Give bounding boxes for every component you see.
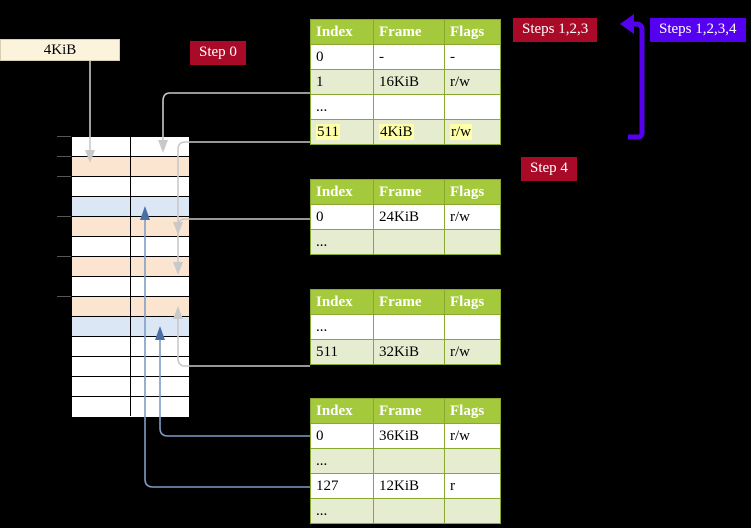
badge-step-0-label: Step 0 [199, 44, 237, 60]
badge-steps-1234-label: Steps 1,2,3,4 [659, 21, 737, 37]
arrowhead-steps-1234 [620, 14, 634, 34]
memory-tick-4 [57, 256, 71, 257]
cell-flags: r/w [444, 119, 501, 145]
badge-step-4: Step 4 [521, 157, 577, 181]
column-header-flags: Flags [444, 19, 501, 45]
cell-index: ... [310, 229, 374, 255]
wire-t2r511 [177, 317, 310, 367]
memory-column-divider [130, 136, 131, 416]
memory-tick-0 [57, 136, 71, 137]
table-row: ... [310, 448, 501, 474]
cell-index: 1 [310, 69, 374, 95]
cell-frame [373, 229, 445, 255]
arrowhead-t3r0 [155, 326, 165, 340]
cell-flags [444, 448, 501, 474]
source-frame-label: 4KiB [43, 41, 77, 58]
source-frame-box: 4KiB [0, 39, 120, 61]
badge-step-4-label: Step 4 [530, 160, 568, 176]
table-row: 511 4KiB r/w [310, 119, 501, 145]
table-row: ... [310, 498, 501, 524]
cell-flags [444, 314, 501, 340]
cell-flags [444, 498, 501, 524]
column-header-index: Index [310, 398, 374, 424]
wire-t1r0 [177, 218, 310, 264]
cell-index: 511 [310, 119, 374, 145]
cell-frame: - [373, 44, 445, 70]
badge-step-0: Step 0 [190, 41, 246, 65]
cell-frame: 4KiB [373, 119, 445, 145]
cell-frame [373, 498, 445, 524]
column-header-index: Index [310, 19, 374, 45]
highlighted-value: 4KiB [379, 123, 414, 140]
cell-frame: 16KiB [373, 69, 445, 95]
cell-index: 0 [310, 423, 374, 449]
column-header-frame: Frame [373, 289, 445, 315]
memory-tick-3 [57, 216, 71, 217]
memory-tick-5 [57, 296, 71, 297]
wire-t3r127 [144, 218, 310, 488]
cell-index: ... [310, 448, 374, 474]
wire-steps-1234-bracket [628, 21, 645, 140]
wire-t0r511 [177, 141, 310, 224]
column-header-flags: Flags [444, 398, 501, 424]
cell-index: ... [310, 498, 374, 524]
column-header-frame: Frame [373, 179, 445, 205]
memory-tick-1 [57, 156, 71, 157]
cell-frame: 24KiB [373, 204, 445, 230]
highlighted-value: r/w [450, 123, 472, 140]
arrowhead-t0r1 [158, 140, 168, 153]
arrowhead-t3r127 [140, 206, 150, 220]
arrowhead-source-to-memory [85, 150, 95, 163]
column-header-flags: Flags [444, 179, 501, 205]
column-header-index: Index [310, 289, 374, 315]
arrowhead-t2r511 [173, 306, 183, 319]
cell-flags: r/w [444, 339, 501, 365]
wire-t3r0 [159, 338, 310, 437]
table-row: ... [310, 229, 501, 255]
cell-flags [444, 229, 501, 255]
table-row: 0-- [310, 44, 501, 70]
column-header-frame: Frame [373, 398, 445, 424]
memory-tick-2 [57, 176, 71, 177]
column-header-flags: Flags [444, 289, 501, 315]
cell-index: 511 [310, 339, 374, 365]
cell-frame [373, 448, 445, 474]
badge-steps-1234: Steps 1,2,3,4 [650, 18, 746, 42]
arrowhead-t1r0 [173, 262, 183, 275]
wire-t0r1 [162, 92, 310, 142]
highlighted-value: 511 [316, 123, 340, 140]
table-row: ... [310, 314, 501, 340]
cell-frame: 32KiB [373, 339, 445, 365]
cell-index: ... [310, 314, 374, 340]
badge-steps-123-label: Steps 1,2,3 [522, 21, 589, 37]
badge-steps-123: Steps 1,2,3 [513, 18, 598, 42]
